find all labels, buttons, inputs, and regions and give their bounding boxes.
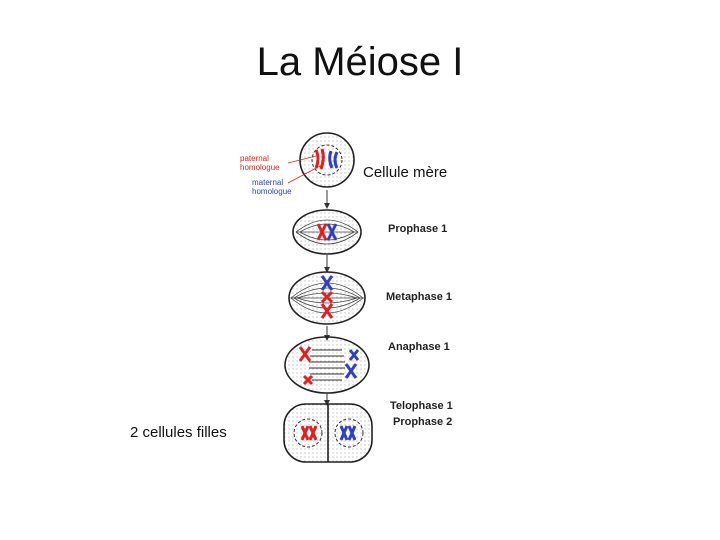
mother-cell-label: Cellule mère — [363, 164, 448, 181]
cell-metaphase-1 — [288, 271, 366, 325]
cell-prophase-1 — [292, 209, 362, 255]
cell-telophase-1 — [283, 403, 373, 463]
stage-label-prophase-2: Prophase 2 — [393, 416, 453, 428]
stage-label-anaphase-1: Anaphase 1 — [388, 341, 450, 353]
stage-label-prophase-1: Prophase 1 — [388, 223, 448, 235]
paternal-label-line1: paternal — [240, 154, 269, 163]
slide-title: La Méiose I — [256, 40, 464, 84]
stage-label-telophase-1: Telophase 1 — [390, 400, 453, 412]
cell-mother — [299, 132, 355, 188]
daughter-cells-label: 2 cellules filles — [130, 424, 227, 441]
cell-anaphase-1 — [284, 336, 370, 394]
homologue-leaders — [287, 155, 323, 184]
paternal-label-line2: homologue — [240, 163, 280, 172]
maternal-label-line1: maternal — [252, 178, 284, 187]
maternal-homologue-label: maternal homologue — [252, 178, 292, 196]
paternal-homologue-label: paternal homologue — [240, 154, 280, 172]
stage-label-metaphase-1: Metaphase 1 — [386, 291, 453, 303]
maternal-label-line2: homologue — [252, 187, 292, 196]
